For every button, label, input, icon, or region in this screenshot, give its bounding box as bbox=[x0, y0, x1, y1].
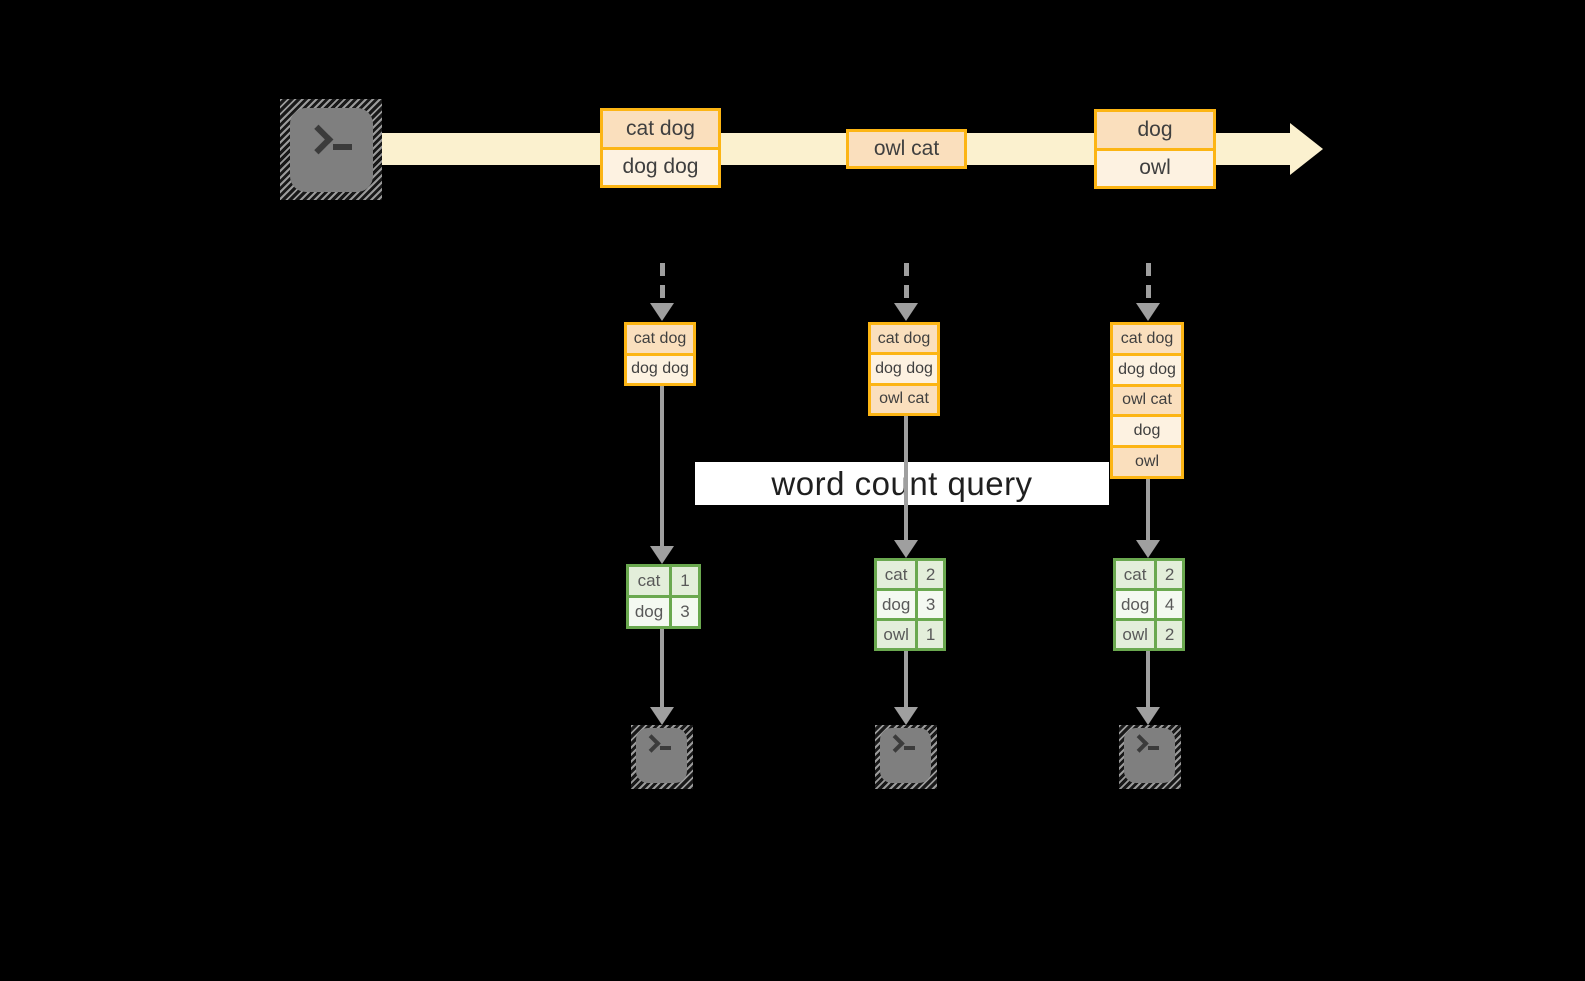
stream-record: dog bbox=[1097, 112, 1213, 148]
sink-terminal-icon bbox=[631, 725, 693, 789]
down-arrowhead-icon bbox=[650, 707, 674, 725]
buffer-row: cat dog bbox=[627, 325, 693, 353]
word-cell: owl bbox=[1116, 621, 1158, 648]
stream-record: cat dog bbox=[603, 111, 718, 147]
down-arrow-line bbox=[660, 629, 664, 707]
down-arrowhead-icon bbox=[650, 546, 674, 564]
down-arrowhead-icon bbox=[894, 707, 918, 725]
terminal-body bbox=[1124, 728, 1175, 783]
word-cell: cat bbox=[1116, 561, 1158, 588]
count-cell: 3 bbox=[925, 594, 936, 614]
source-terminal-icon bbox=[280, 99, 382, 200]
count-cell: 4 bbox=[1164, 594, 1175, 614]
down-arrow-line bbox=[660, 386, 664, 546]
down-arrowhead-icon bbox=[894, 540, 918, 558]
count-cell: 2 bbox=[1164, 564, 1175, 584]
table-row: owl 1 bbox=[877, 618, 943, 648]
prompt-underscore-icon bbox=[333, 144, 352, 150]
down-arrowhead-icon bbox=[1136, 303, 1160, 321]
terminal-body bbox=[636, 728, 687, 783]
word-count-table-1: cat 1 dog 3 bbox=[626, 564, 701, 629]
down-arrow-line bbox=[1146, 479, 1150, 540]
dashed-down-arrow-line bbox=[1146, 263, 1151, 303]
sink-terminal-icon bbox=[875, 725, 937, 789]
down-arrow-line bbox=[904, 416, 908, 540]
buffer-row: cat dog bbox=[1113, 325, 1181, 353]
prompt-underscore-icon bbox=[660, 746, 671, 750]
buffer-row: cat dog bbox=[871, 325, 937, 353]
word-count-table-2: cat 2 dog 3 owl 1 bbox=[874, 558, 946, 651]
dashed-down-arrow-line bbox=[660, 263, 665, 303]
count-cell: 2 bbox=[1164, 624, 1175, 644]
query-label-band: word count query bbox=[695, 462, 1109, 505]
down-arrow-line bbox=[1146, 651, 1150, 707]
word-cell: dog bbox=[1116, 591, 1158, 618]
stream-arrowhead-icon bbox=[1290, 123, 1323, 175]
stream-record-batch-2: owl cat bbox=[846, 129, 967, 169]
word-cell: owl bbox=[877, 621, 919, 648]
buffer-row: dog dog bbox=[871, 352, 937, 383]
word-cell: dog bbox=[629, 598, 673, 626]
buffer-row: owl bbox=[1113, 445, 1181, 476]
record-buffer-2: cat dog dog dog owl cat bbox=[868, 322, 940, 416]
buffer-row: dog dog bbox=[627, 352, 693, 383]
buffer-row: dog dog bbox=[1113, 352, 1181, 384]
count-cell: 1 bbox=[925, 624, 936, 644]
stream-record: owl cat bbox=[849, 132, 964, 166]
table-row: cat 1 bbox=[629, 567, 698, 595]
down-arrow-line bbox=[904, 651, 908, 707]
word-cell: cat bbox=[629, 567, 673, 595]
table-row: dog 4 bbox=[1116, 588, 1182, 618]
table-row: cat 2 bbox=[877, 561, 943, 588]
sink-terminal-icon bbox=[1119, 725, 1181, 789]
buffer-row: dog bbox=[1113, 414, 1181, 446]
table-row: dog 3 bbox=[877, 588, 943, 618]
down-arrowhead-icon bbox=[1136, 540, 1160, 558]
count-cell: 3 bbox=[680, 602, 690, 621]
buffer-row: owl cat bbox=[871, 382, 937, 413]
down-arrowhead-icon bbox=[1136, 707, 1160, 725]
table-row: cat 2 bbox=[1116, 561, 1182, 588]
count-cell: 2 bbox=[925, 564, 936, 584]
terminal-body bbox=[880, 728, 931, 783]
stream-record-batch-1: cat dog dog dog bbox=[600, 108, 721, 188]
prompt-underscore-icon bbox=[904, 746, 915, 750]
record-buffer-3: cat dog dog dog owl cat dog owl bbox=[1110, 322, 1184, 479]
count-cell: 1 bbox=[680, 571, 690, 590]
dashed-down-arrow-line bbox=[904, 263, 909, 303]
stream-record: dog dog bbox=[603, 146, 718, 185]
word-count-table-3: cat 2 dog 4 owl 2 bbox=[1113, 558, 1185, 651]
prompt-underscore-icon bbox=[1148, 746, 1159, 750]
buffer-row: owl cat bbox=[1113, 383, 1181, 415]
down-arrowhead-icon bbox=[650, 303, 674, 321]
terminal-body bbox=[290, 108, 373, 192]
record-buffer-1: cat dog dog dog bbox=[624, 322, 696, 386]
down-arrowhead-icon bbox=[894, 303, 918, 321]
table-row: owl 2 bbox=[1116, 618, 1182, 648]
stream-record-batch-3: dog owl bbox=[1094, 109, 1216, 189]
word-cell: dog bbox=[877, 591, 919, 618]
query-label: word count query bbox=[771, 464, 1033, 502]
stream-record: owl bbox=[1097, 147, 1213, 186]
word-cell: cat bbox=[877, 561, 919, 588]
table-row: dog 3 bbox=[629, 595, 698, 626]
